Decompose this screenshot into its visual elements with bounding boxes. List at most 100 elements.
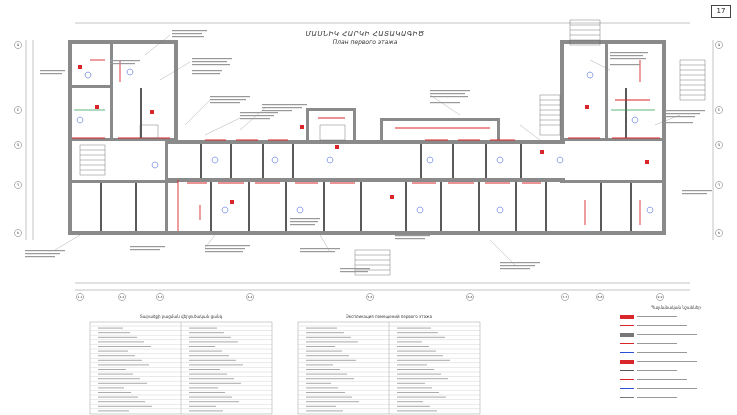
axis-label-side: Բ: [718, 108, 721, 112]
table-cell: [397, 336, 445, 338]
table-cell: [98, 382, 147, 384]
legend-swatch: [620, 397, 634, 398]
legend-swatch: [620, 325, 634, 326]
table-cell: [397, 382, 425, 384]
table-cell: [306, 369, 340, 370]
axis-label-bottom: 2-2: [120, 295, 125, 299]
table-cell: [189, 355, 229, 357]
table-cell: [306, 346, 335, 347]
table-cell: [397, 410, 437, 412]
table-cell: [306, 373, 347, 375]
table-cell: [189, 350, 222, 352]
legend-swatch: [620, 352, 634, 353]
table-cell: [397, 387, 432, 389]
axis-label-side: Գ: [17, 143, 20, 147]
legend-text-lines: [637, 315, 677, 318]
table-cell: [306, 332, 344, 334]
table-cell: [98, 387, 124, 389]
table-title-right: Экспликация помещений первого этажа: [345, 314, 433, 319]
table-cell: [397, 359, 450, 361]
table-cell: [397, 378, 448, 380]
table-cell: [306, 364, 333, 366]
legend-swatch: [620, 388, 634, 389]
table-cell: [397, 350, 436, 352]
red-fixtures: [78, 65, 649, 204]
table-cell: [189, 401, 239, 403]
legend-text-lines: [637, 378, 687, 381]
table-cell: [98, 355, 135, 357]
table-cell: [189, 341, 238, 343]
legend-swatch: [620, 370, 634, 371]
table-cell: [189, 378, 234, 380]
legend-item: [620, 375, 732, 384]
legend-title: Պայմանական նշաններ: [651, 305, 701, 310]
table-cell: [306, 410, 343, 412]
legend-text-lines: [637, 396, 677, 399]
table-cell: [306, 405, 336, 407]
legend-item: [620, 366, 732, 375]
partitions: [100, 88, 632, 231]
table-cell: [306, 401, 359, 403]
table-cell: [98, 336, 137, 338]
table-cell: [98, 350, 128, 352]
table-cell: [306, 341, 358, 343]
legend-item: [620, 339, 732, 348]
table-cell: [306, 387, 338, 389]
axis-label-side: Ե: [718, 231, 721, 235]
legend-item: [620, 321, 732, 330]
drawing-subtitle: План первого этажа: [332, 39, 398, 46]
axis-label-side: Դ: [718, 183, 721, 187]
axis-label-bottom: 1-1: [78, 295, 83, 299]
axis-label-side: Ա: [17, 43, 20, 47]
table-cell: [189, 336, 231, 338]
axis-label-side: Դ: [17, 183, 20, 187]
blue-callouts: [76, 68, 654, 214]
legend-swatch: [620, 359, 634, 364]
table-cell: [98, 405, 152, 407]
legend-item: [620, 384, 732, 393]
table-cell: [306, 336, 351, 338]
table-cell: [306, 350, 342, 352]
axis-label-bottom: 4-4: [248, 295, 253, 299]
table-cell: [397, 341, 422, 343]
table-cell: [98, 392, 131, 393]
axis-label-bottom: 6-6: [468, 295, 473, 299]
table-cell: [98, 359, 142, 361]
legend-swatch: [620, 379, 634, 380]
legend-text-lines: [637, 342, 677, 345]
table-cell: [306, 382, 331, 384]
table-cell: [397, 373, 441, 375]
table-cell: [306, 327, 337, 329]
legend-text-lines: [637, 324, 687, 327]
table-cell: [98, 378, 140, 380]
legend-item: [620, 348, 732, 357]
table-cell: [189, 373, 227, 375]
table-cell: [397, 327, 431, 329]
axis-label-bottom: 3-3: [158, 295, 163, 299]
annotation-texts: [25, 30, 712, 273]
table-title-left: Տարածքի բացման վերլուծական ցանկ: [139, 314, 223, 319]
table-cell: [189, 396, 232, 398]
table-cell: [306, 359, 356, 361]
table-cell: [397, 346, 429, 347]
walls: [68, 40, 666, 235]
table-cell: [98, 332, 130, 334]
legend-text-lines: [637, 387, 697, 390]
axis-label-side: Գ: [718, 143, 721, 147]
axis-bubbles: [14, 41, 723, 301]
table-cell: [306, 392, 345, 393]
table-cell: [306, 355, 349, 357]
table-cell: [189, 382, 241, 384]
legend-text-lines: [637, 351, 687, 354]
dimension-lines: [25, 22, 714, 291]
axis-label-side: Ե: [17, 231, 20, 235]
table-cell: [98, 410, 129, 412]
stairs: [79, 19, 706, 276]
table-cell: [189, 410, 223, 412]
table-cell: [397, 396, 446, 398]
legend: [620, 312, 732, 402]
table-cell: [189, 359, 236, 361]
legend-text-lines: [637, 369, 677, 372]
table-cell: [98, 341, 144, 343]
